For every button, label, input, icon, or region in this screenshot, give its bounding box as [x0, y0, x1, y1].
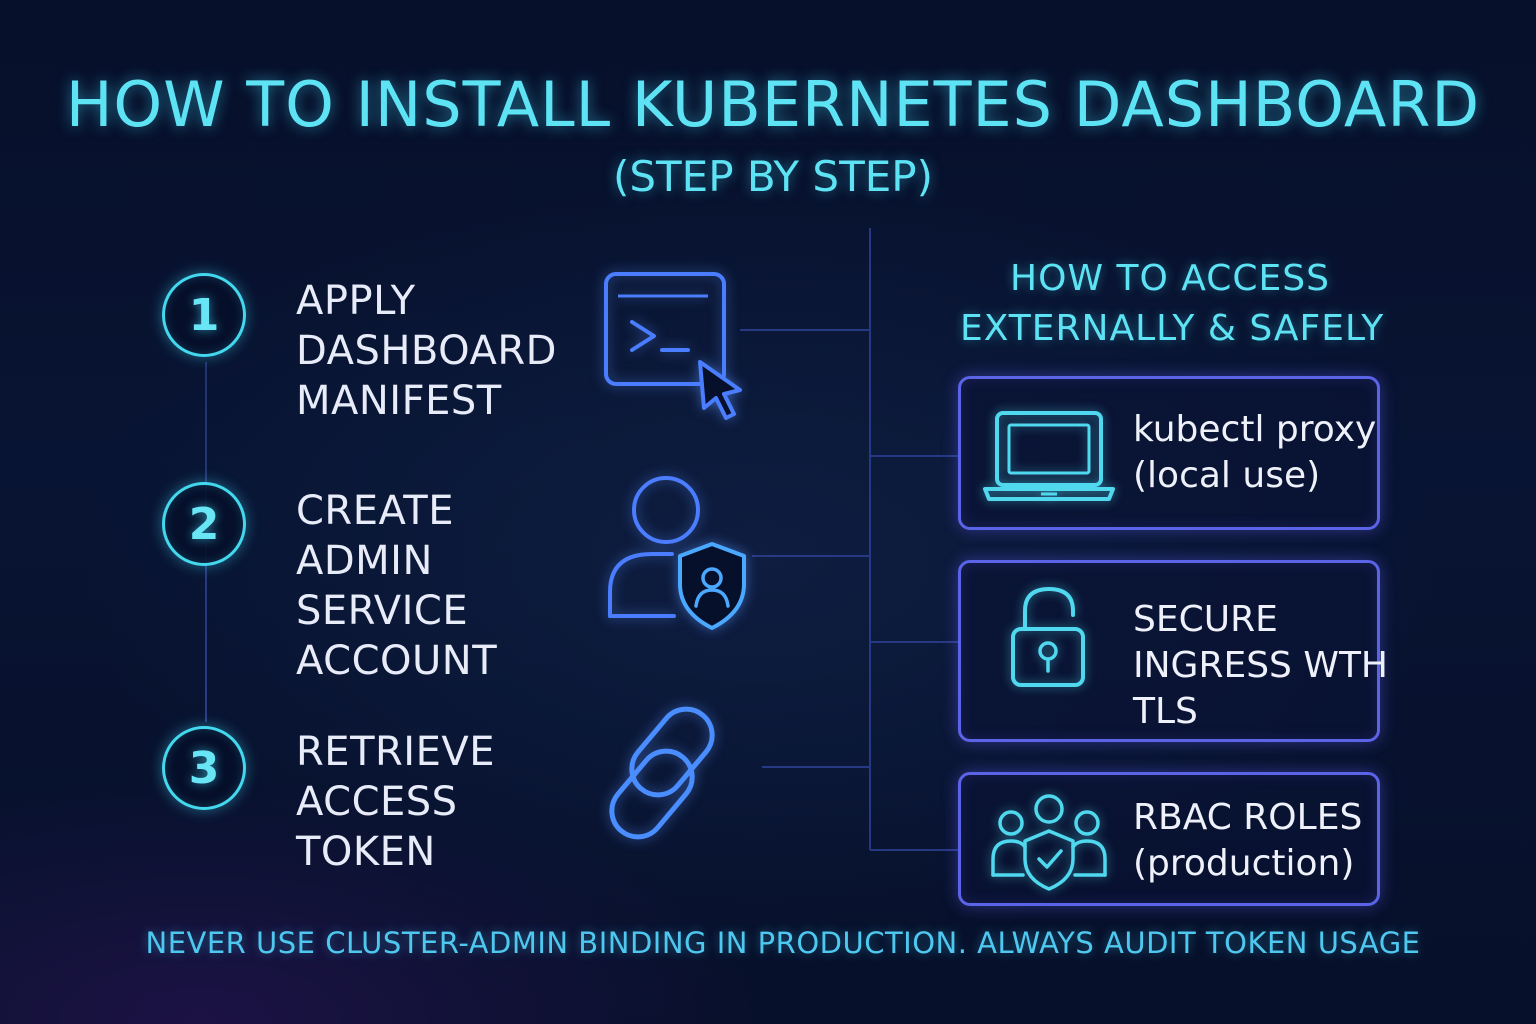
step-1-label-line: APPLY — [296, 278, 416, 324]
page-subtitle: (STEP BY STEP) — [612, 152, 933, 201]
access-option-label-line: TLS — [1133, 691, 1198, 732]
laptop-icon — [983, 411, 1115, 501]
step-2-label: CREATE ADMIN SERVICE ACCOUNT — [296, 486, 497, 686]
access-option-kubectl-proxy: kubectl proxy (local use) — [958, 376, 1380, 530]
step-2-number: 2 — [162, 482, 246, 566]
step-3-label-line: ACCESS — [296, 779, 458, 825]
step-3-number: 3 — [162, 726, 246, 810]
step-2-label-line: ACCOUNT — [296, 638, 498, 684]
access-option-label-line: INGRESS WTH — [1133, 645, 1389, 686]
access-option-rbac-roles: RBAC ROLES (production) — [958, 772, 1380, 906]
step-2-label-line: SERVICE — [296, 588, 469, 634]
access-option-label-line: (local use) — [1133, 455, 1321, 496]
access-option-label: kubectl proxy (local use) — [1133, 407, 1376, 499]
user-shield-icon — [608, 476, 746, 630]
page-title: HOW TO INSTALL KUBERNETES DASHBOARD — [65, 68, 1481, 141]
terminal-cursor-icon — [604, 272, 742, 420]
step-2-label-line: ADMIN — [296, 538, 433, 584]
access-heading-line: HOW TO ACCESS — [1010, 258, 1330, 299]
step-3-label-line: RETRIEVE — [296, 729, 495, 775]
link-icon — [609, 706, 715, 840]
team-shield-icon — [991, 794, 1107, 891]
step-3-label-line: TOKEN — [296, 829, 436, 875]
access-heading: HOW TO ACCESS EXTERNALLY & SAFELY — [960, 254, 1385, 354]
padlock-icon — [1011, 586, 1085, 687]
step-1-label-line: DASHBOARD — [296, 328, 557, 374]
access-option-label: SECURE INGRESS WTH TLS — [1133, 597, 1388, 735]
step-1-label: APPLY DASHBOARD MANIFEST — [296, 276, 557, 426]
access-option-secure-ingress: SECURE INGRESS WTH TLS — [958, 560, 1388, 742]
access-option-label-line: RBAC ROLES — [1133, 797, 1363, 838]
step-1-label-line: MANIFEST — [296, 378, 502, 424]
access-heading-line: EXTERNALLY & SAFELY — [960, 308, 1385, 349]
access-option-label-line: kubectl proxy — [1133, 409, 1377, 450]
step-3-label: RETRIEVE ACCESS TOKEN — [296, 727, 495, 877]
access-option-label: RBAC ROLES (production) — [1133, 795, 1362, 887]
access-option-label-line: (production) — [1133, 843, 1355, 884]
step-1-number: 1 — [162, 273, 246, 357]
step-2-label-line: CREATE — [296, 488, 454, 534]
footer-warning: NEVER USE CLUSTER-ADMIN BINDING IN PRODU… — [145, 926, 1421, 960]
access-option-label-line: SECURE — [1133, 599, 1278, 640]
